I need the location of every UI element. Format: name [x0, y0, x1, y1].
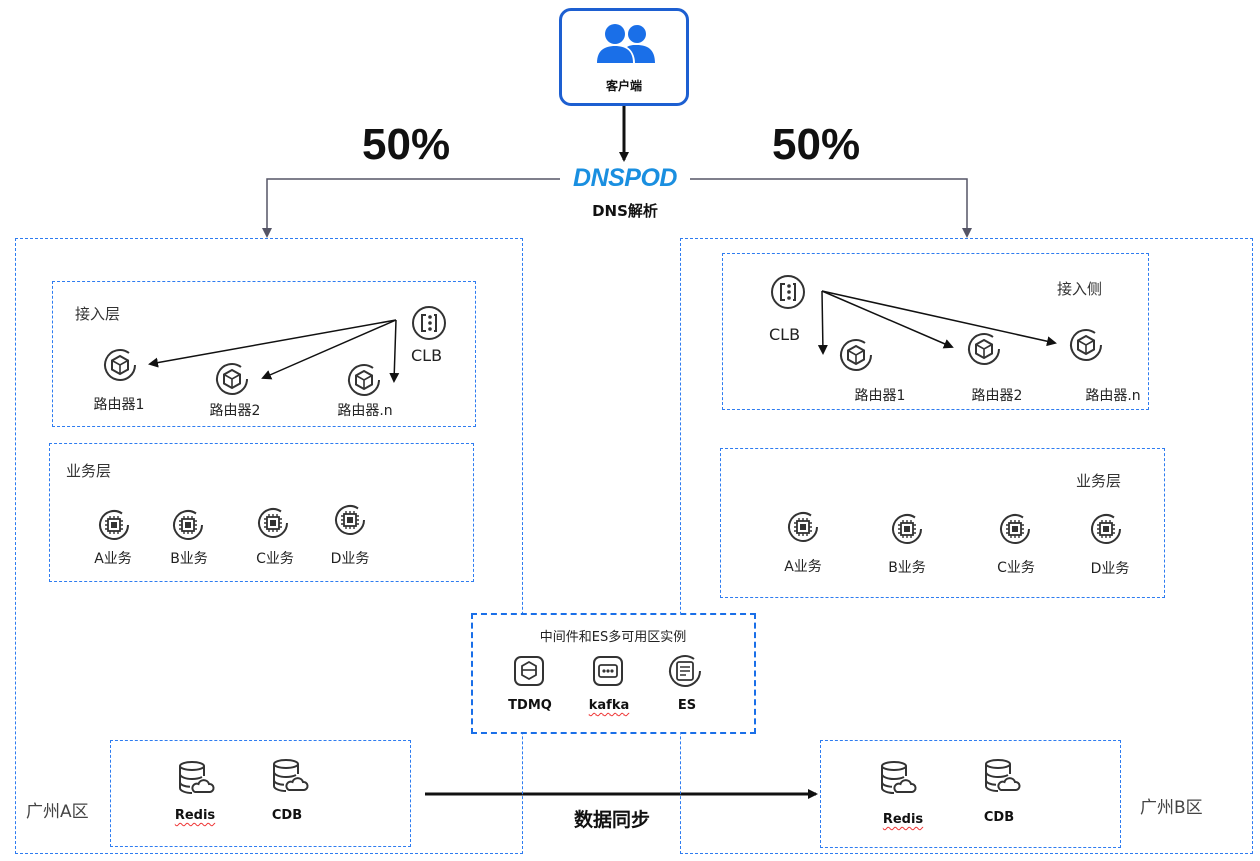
tdmq-icon [514, 656, 544, 686]
left-access-layer [52, 281, 476, 427]
chip-icon [1091, 514, 1121, 544]
right-router-label: 路由器2 [971, 388, 1023, 404]
dns-to-left-arrow [262, 178, 560, 238]
left-cdb-label: CDB [271, 808, 303, 823]
right-service-label: A业务 [784, 559, 822, 575]
router-icon [348, 364, 380, 396]
dns-label: DNS解析 [592, 202, 658, 220]
right-split-percent: 50% [772, 120, 861, 169]
data-sync-label: 数据同步 [573, 809, 651, 831]
chip-icon [258, 508, 288, 538]
right-region-name: 广州B区 [1140, 798, 1203, 818]
middleware-box [471, 613, 756, 734]
left-split-percent: 50% [362, 120, 451, 169]
right-router-label: 路由器.n [1085, 388, 1141, 404]
clb-icon [412, 306, 446, 340]
tdmq-label: TDMQ [508, 698, 552, 713]
users-icon [597, 24, 655, 63]
left-service-label: A业务 [94, 551, 132, 567]
left-service-label: C业务 [256, 551, 294, 567]
kafka-icon [593, 656, 623, 686]
left-router-label: 路由器1 [93, 397, 145, 413]
right-redis-label: Redis [882, 812, 924, 827]
database-icon [881, 761, 917, 794]
chip-icon [1000, 514, 1030, 544]
right-business-layer [720, 448, 1165, 598]
right-access-layer [722, 253, 1149, 410]
right-router-label: 路由器1 [854, 388, 906, 404]
left-service-label: D业务 [330, 551, 370, 567]
left-clb-label: CLB [411, 346, 443, 365]
router-icon [104, 349, 136, 381]
database-icon [985, 759, 1021, 792]
middleware-title: 中间件和ES多可用区实例 [539, 630, 687, 645]
left-redis-label: Redis [174, 808, 216, 823]
left-router-label: 路由器.n [337, 403, 393, 419]
left-region [15, 238, 523, 854]
chip-icon [173, 510, 203, 540]
clb-icon [771, 275, 805, 309]
right-clb-router2-arrow [821, 290, 954, 349]
right-clb-routern-arrow [821, 290, 1057, 347]
right-service-label: D业务 [1090, 561, 1130, 577]
chip-icon [892, 514, 922, 544]
es-icon [669, 655, 701, 687]
left-clb-router1-arrow [148, 319, 397, 368]
right-clb-router1-arrow [817, 290, 828, 355]
left-storage-box [110, 740, 411, 847]
right-clb-label: CLB [769, 325, 801, 344]
router-icon [216, 363, 248, 395]
chip-icon [99, 510, 129, 540]
dnspod-logo-text: DNSPOD [573, 164, 677, 192]
left-region-name: 广州A区 [26, 802, 89, 822]
kafka-label: kafka [588, 698, 630, 713]
left-clb-router2-arrow [261, 319, 397, 380]
right-region [680, 238, 1253, 854]
left-service-label: B业务 [170, 551, 208, 567]
dnspod-logo: DNSPOD [560, 163, 690, 193]
database-icon [179, 761, 215, 794]
left-router-label: 路由器2 [209, 403, 261, 419]
left-business-layer-title: 业务层 [66, 462, 112, 480]
router-icon [840, 339, 872, 371]
client-node: 客户端 [559, 8, 689, 106]
client-label: 客户端 [605, 79, 642, 93]
chip-icon [788, 512, 818, 542]
chip-icon [335, 505, 365, 535]
es-label: ES [677, 698, 697, 713]
router-icon [1070, 329, 1102, 361]
left-clb-routern-arrow [389, 319, 400, 383]
left-business-layer [49, 443, 474, 582]
router-icon [968, 333, 1000, 365]
right-cdb-label: CDB [983, 810, 1015, 825]
left-access-layer-title: 接入层 [75, 305, 121, 323]
right-storage-box [820, 740, 1121, 848]
dns-to-right-arrow [688, 178, 972, 238]
right-service-label: C业务 [997, 560, 1035, 576]
right-access-layer-title: 接入侧 [1057, 280, 1103, 298]
right-business-layer-title: 业务层 [1076, 472, 1122, 490]
right-service-label: B业务 [888, 560, 926, 576]
database-icon [273, 759, 309, 792]
